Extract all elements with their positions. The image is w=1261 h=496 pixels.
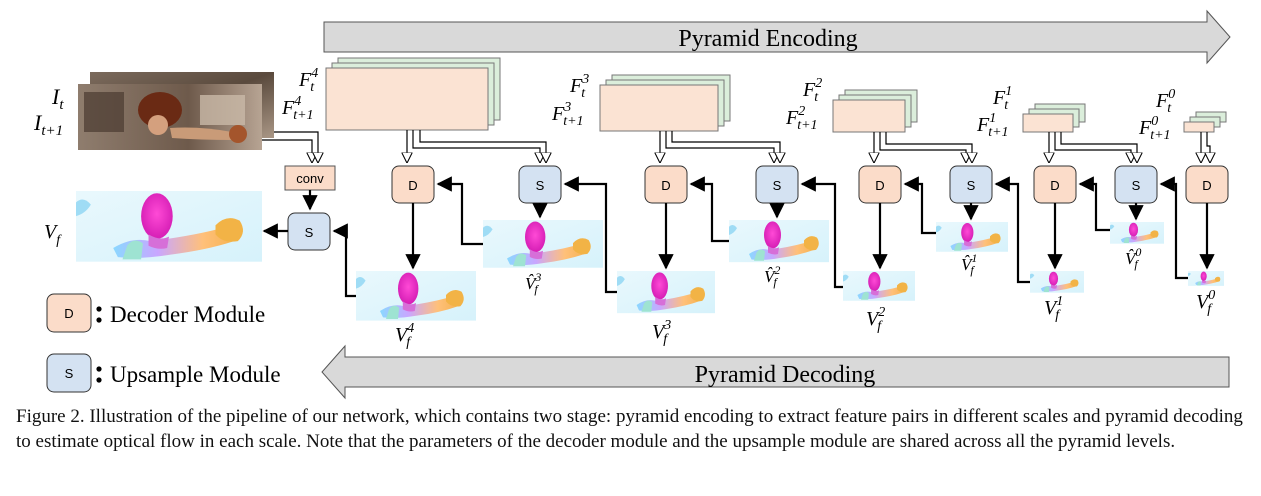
figure-caption: Figure 2. Illustration of the pipeline o…	[16, 406, 1243, 452]
decoder-module-level-2: D	[858, 165, 902, 204]
pyramid-encoding-banner: Pyramid Encoding	[323, 9, 1231, 65]
feature-block-level-1	[1022, 103, 1086, 133]
legend-decoder-label: Decoder Module	[110, 302, 265, 327]
feature-block-level-0	[1183, 111, 1227, 133]
legend-decoder: D Decoder Module	[46, 293, 265, 333]
upsample-module-level-1: S	[1114, 165, 1158, 204]
upsampled-flow-image-level-2	[729, 220, 829, 263]
svg-text:S: S	[65, 366, 74, 381]
flow-image-level-2	[843, 271, 915, 301]
feature-block-level-2	[832, 89, 918, 133]
upsample-module-level-4: S	[518, 165, 562, 204]
decoder-module-level-1: D	[1033, 165, 1077, 204]
feature-block-level-3	[599, 74, 731, 132]
svg-text:S: S	[773, 178, 782, 193]
input-frame-labels: It It+1	[33, 84, 64, 139]
legend-upsample-swatch	[46, 353, 92, 393]
pyramid-decoding-banner: Pyramid Decoding	[321, 344, 1230, 400]
flow-image-level-1	[1030, 271, 1084, 293]
svg-text:It: It	[51, 84, 64, 113]
upsampled-flow-image-level-0	[1110, 222, 1164, 244]
legend-decoder-swatch	[46, 293, 92, 333]
decoder-module-level-0: D	[1185, 165, 1229, 204]
svg-text:D: D	[408, 178, 417, 193]
svg-text:It+1: It+1	[33, 110, 63, 139]
flow-image-level-3	[617, 271, 715, 314]
svg-text:D: D	[875, 178, 884, 193]
final-flow-label: Vf	[44, 221, 62, 248]
pyramid-encoding-label: Pyramid Encoding	[678, 26, 857, 52]
conv-label: conv	[296, 171, 324, 186]
conv-box: conv	[284, 165, 336, 191]
svg-text:S: S	[967, 178, 976, 193]
pipeline-diagram: Pyramid Encoding Pyramid Decoding It It+…	[33, 9, 1231, 400]
svg-text:D: D	[1050, 178, 1059, 193]
upsampled-flow-image-level-3	[483, 220, 603, 268]
flow-arrows	[262, 176, 1215, 298]
svg-text:S: S	[536, 178, 545, 193]
svg-text:D: D	[1202, 178, 1211, 193]
feature-connectors	[262, 130, 1210, 162]
legend-upsample: S Upsample Module	[46, 353, 281, 393]
svg-text:D: D	[64, 306, 73, 321]
svg-text:D: D	[661, 178, 670, 193]
feature-block-level-4	[325, 57, 501, 131]
upsample-module-level-3: S	[755, 165, 799, 204]
svg-text:S: S	[305, 225, 314, 240]
svg-text:S: S	[1132, 178, 1141, 193]
legend-upsample-label: Upsample Module	[110, 362, 281, 387]
upsample-module-final: S	[287, 212, 331, 251]
decoder-module-level-4: D	[391, 165, 435, 204]
decoder-module-level-3: D	[644, 165, 688, 204]
pyramid-decoding-label: Pyramid Decoding	[695, 362, 876, 388]
upsampled-flow-image-level-1	[936, 222, 1008, 252]
input-frames-image	[78, 72, 274, 150]
flow-image-level-4	[356, 271, 476, 321]
upsample-module-level-2: S	[949, 165, 993, 204]
flow-image-level-0	[1188, 271, 1224, 286]
final-flow-image	[76, 191, 262, 262]
